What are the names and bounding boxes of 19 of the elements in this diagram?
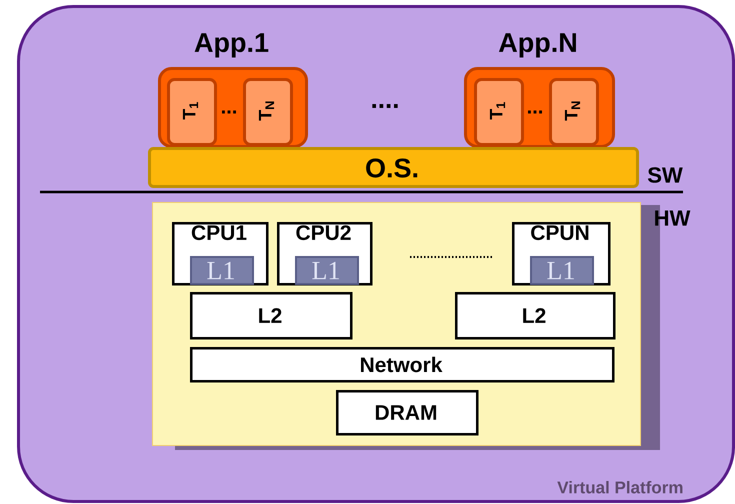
layer-label: SW	[648, 167, 683, 183]
layer-label: HW	[655, 210, 690, 226]
cache-box: L1	[190, 256, 254, 285]
task-box: T$_{N}$	[243, 78, 293, 146]
cache-box: L1	[295, 256, 359, 285]
hardware-box: L2	[190, 292, 352, 340]
ellipsis: ...	[528, 110, 542, 114]
ellipsis: ...	[222, 110, 236, 114]
node-label: App.1	[194, 33, 268, 58]
os-bar: O.S.	[148, 147, 639, 188]
hardware-box: DRAM	[336, 390, 478, 436]
hardware-box: Network	[190, 347, 614, 382]
task-box: T$_{1}$	[474, 78, 524, 146]
node-label: App.N	[498, 33, 576, 58]
ellipsis: ....	[372, 104, 398, 108]
cache-box: L1	[530, 256, 594, 285]
task-box: T$_{N}$	[549, 78, 599, 146]
hardware-box: L2	[455, 292, 616, 340]
task-box: T$_{1}$	[167, 78, 217, 146]
